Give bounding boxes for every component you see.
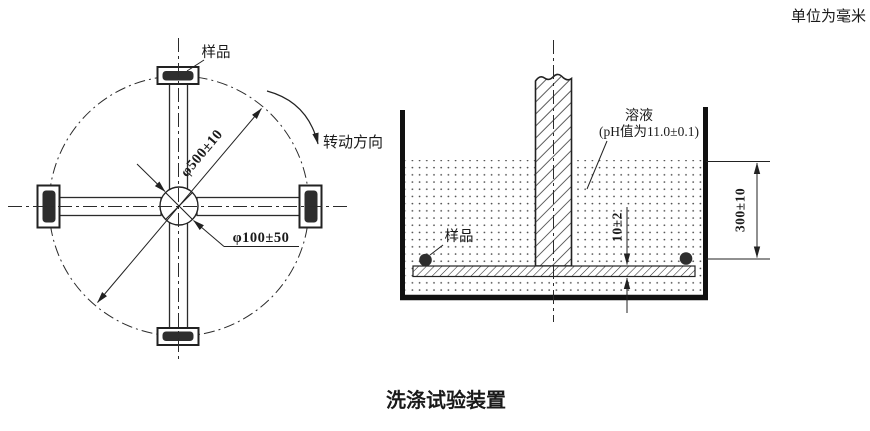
units-note: 单位为毫米 bbox=[791, 7, 866, 25]
tank-sample-label: 样品 bbox=[445, 228, 474, 245]
sample-strip-bottom bbox=[162, 331, 194, 341]
immersion-depth-label: 300±10 bbox=[733, 188, 748, 232]
tank-sample-right bbox=[679, 252, 693, 265]
tank-sample-left bbox=[419, 253, 432, 267]
solution-label: 溶液 bbox=[625, 108, 653, 124]
rotation-direction-label: 转动方向 bbox=[323, 134, 383, 151]
rotor-sample-label: 样品 bbox=[202, 44, 231, 61]
hub-dim-arrow-lower bbox=[193, 220, 225, 247]
hub-dim-arrow-upper bbox=[136, 163, 166, 192]
tank-side-view: 10±2 300±10 溶液 (pH值为11.0±0.1) 样品 bbox=[400, 40, 770, 322]
plate-thickness-label: 10±2 bbox=[610, 212, 625, 242]
rotation-direction-arrow bbox=[266, 90, 319, 145]
dim-line-swing-diameter bbox=[97, 108, 262, 303]
solution-ph-note: (pH值为11.0±0.1) bbox=[599, 124, 699, 139]
rotor-top-view: φ500±10 φ100±50 样品 转动方向 bbox=[8, 38, 383, 360]
hub-diameter-label: φ100±50 bbox=[233, 230, 290, 246]
rotor-sample-leader bbox=[186, 59, 205, 72]
sample-strip-left bbox=[42, 190, 56, 223]
tank-sample-leader bbox=[429, 244, 444, 256]
drawing-caption: 洗涤试验装置 bbox=[386, 388, 506, 412]
solution-leader bbox=[586, 140, 608, 190]
